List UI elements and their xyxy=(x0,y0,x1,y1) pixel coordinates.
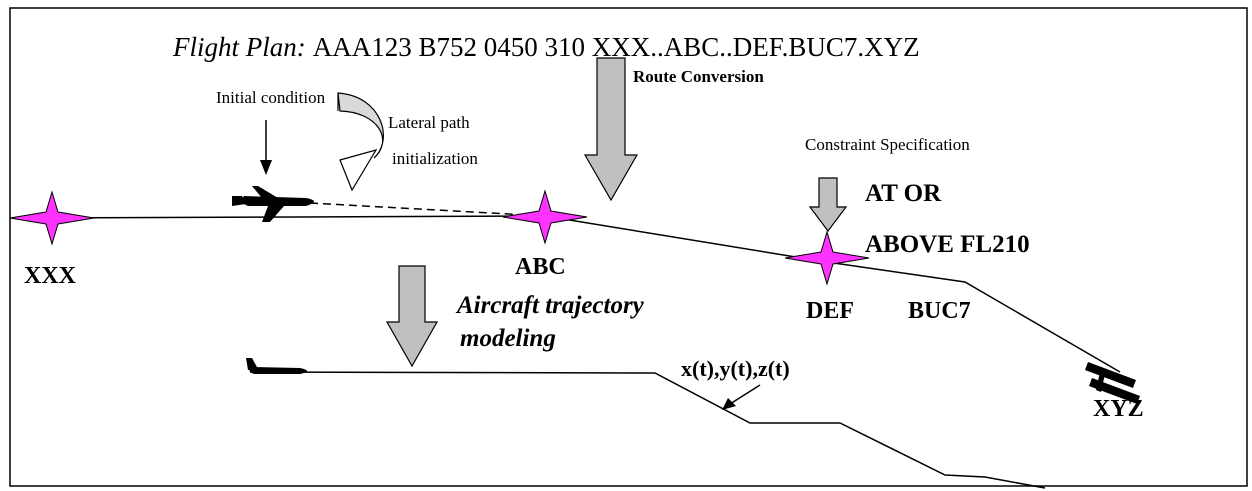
constraint-arrow xyxy=(808,177,848,232)
lateral-path-label-line1: Lateral path xyxy=(388,113,470,132)
waypoint-label-abc: ABC xyxy=(515,254,566,280)
trajectory-function-pointer xyxy=(729,384,761,405)
lateral-path-label-line2: initialization xyxy=(392,149,478,168)
initial-condition-arrowhead xyxy=(260,160,272,175)
initial-condition-label: Initial condition xyxy=(216,88,326,107)
procedure-label-buc7: BUC7 xyxy=(908,298,971,324)
flight-plan-text: AAA123 B752 0450 310 XXX..ABC..DEF.BUC7.… xyxy=(313,32,920,62)
airplane-icon xyxy=(246,358,307,374)
vertical-profile-line xyxy=(249,371,1046,489)
diagram-frame xyxy=(9,7,1248,487)
flight-plan-header: Flight Plan:AAA123 B752 0450 310 XXX..AB… xyxy=(172,32,920,62)
waypoint-star-icon xyxy=(784,230,870,286)
trajectory-function-pointer-head xyxy=(722,398,736,410)
route-conversion-arrow xyxy=(583,57,639,202)
trajectory-modeling-arrow xyxy=(385,265,439,368)
constraint-specification-label: Constraint Specification xyxy=(805,135,970,154)
constraint-label-line1: AT OR xyxy=(865,180,942,207)
runway-icon xyxy=(1085,362,1140,404)
lateral-path-curved-arrow xyxy=(337,92,384,192)
route-conversion-label: Route Conversion xyxy=(633,67,764,86)
trajectory-function-label: x(t),y(t),z(t) xyxy=(681,356,790,381)
modeling-label-line2: modeling xyxy=(460,325,556,352)
waypoint-label-def: DEF xyxy=(806,298,854,324)
airplane-icon xyxy=(232,186,314,222)
lateral-route-line xyxy=(14,215,1121,373)
waypoint-star-icon xyxy=(9,190,95,246)
flight-plan-label: Flight Plan: xyxy=(172,32,306,62)
waypoint-label-xxx: XXX xyxy=(24,263,77,289)
constraint-label-line2: ABOVE FL210 xyxy=(865,231,1030,258)
initialization-dashed-path xyxy=(309,202,546,217)
modeling-label-line1: Aircraft trajectory xyxy=(455,292,645,319)
waypoint-star-icon xyxy=(502,189,588,245)
